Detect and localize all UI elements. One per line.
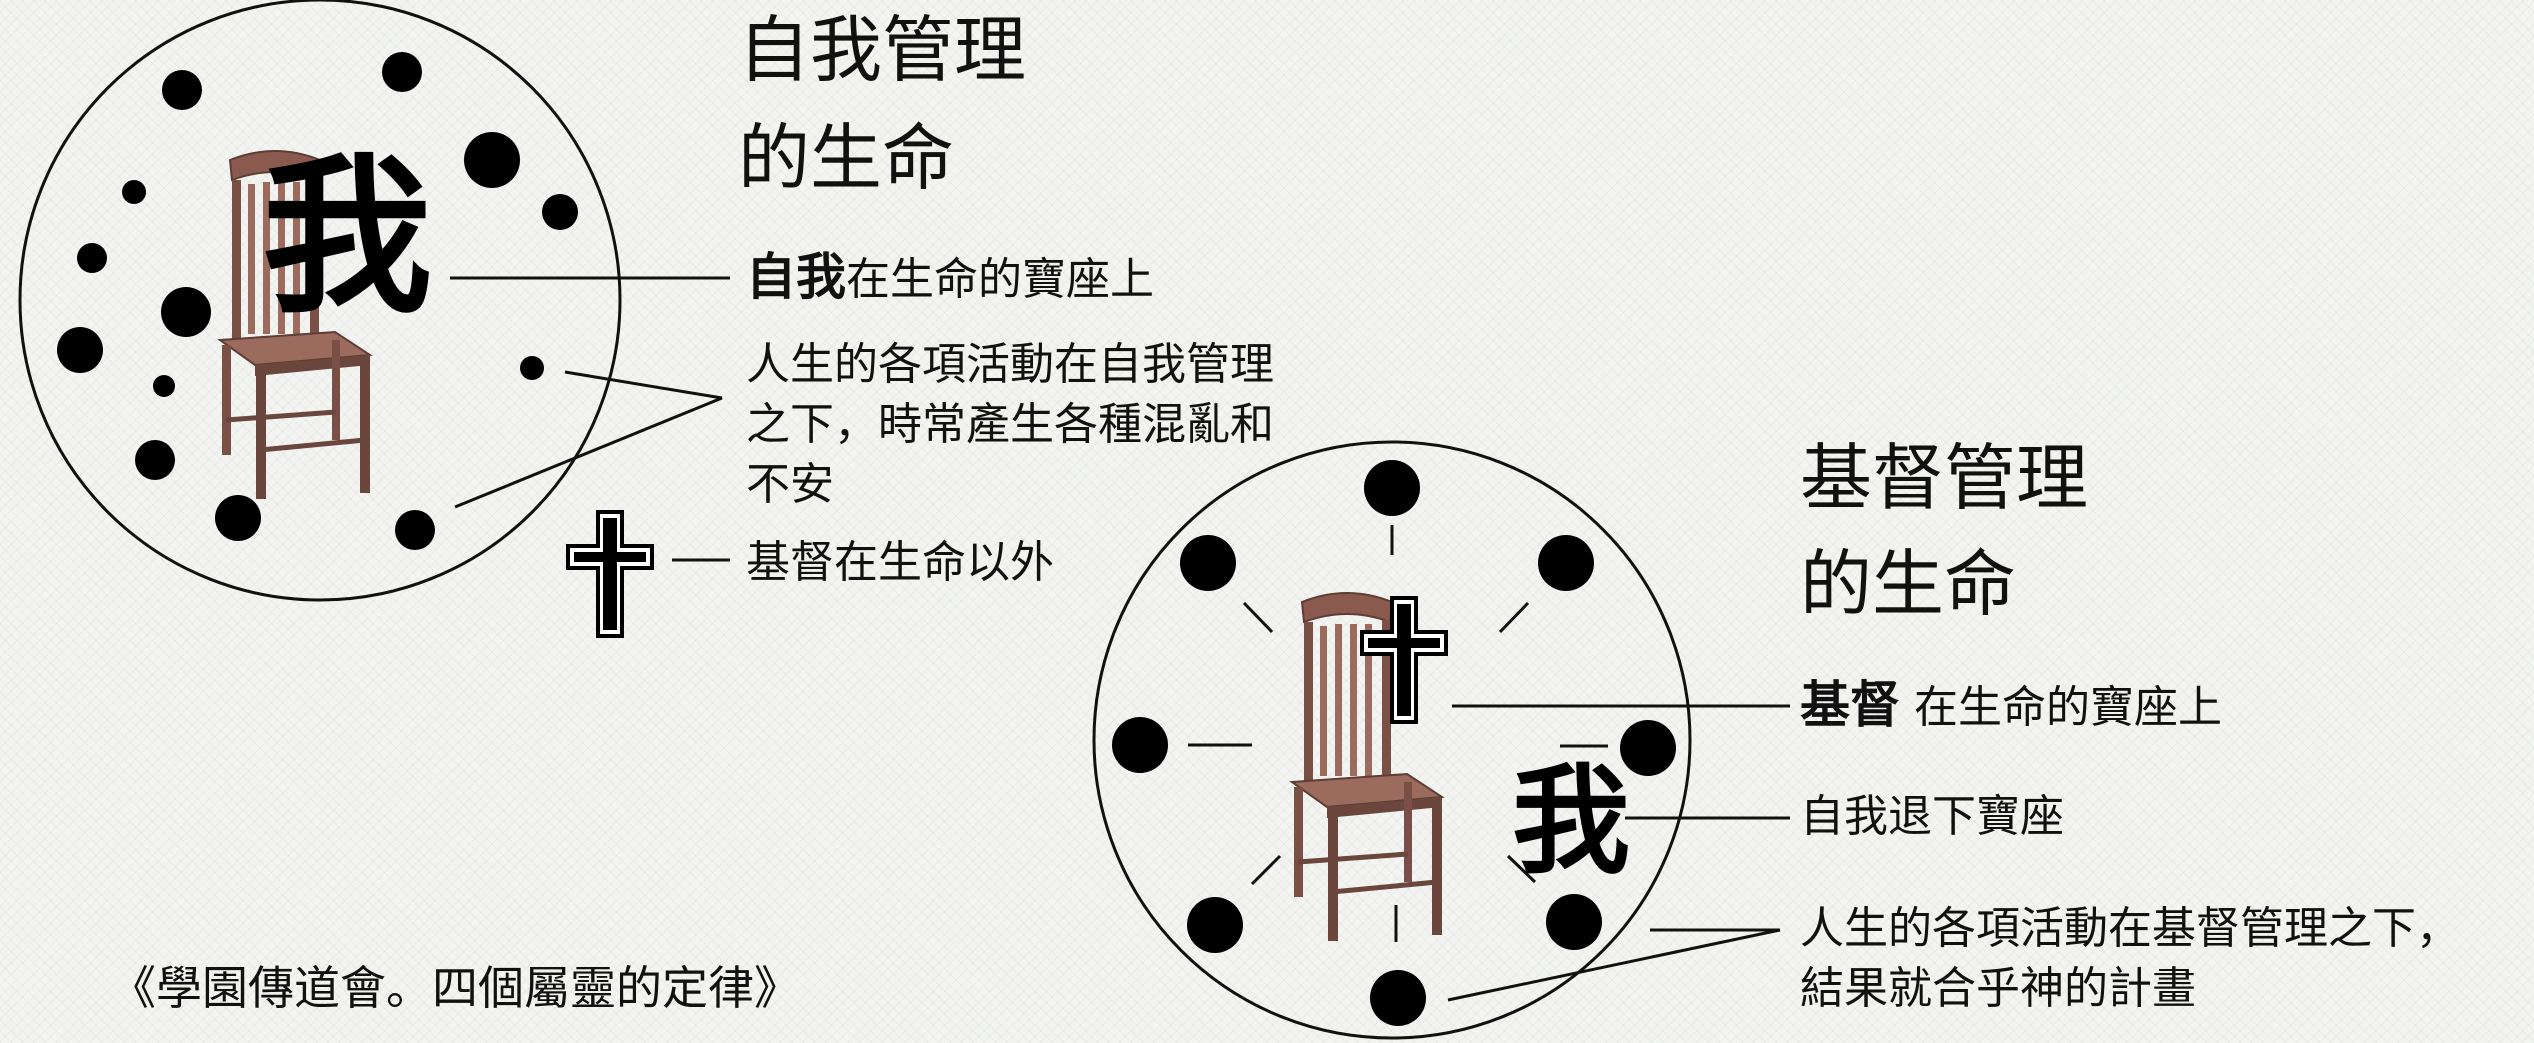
self-life-activity-dots bbox=[57, 52, 578, 550]
activity-dot bbox=[1187, 897, 1243, 953]
source-caption: 《學園傳道會。四個屬靈的定律》 bbox=[110, 961, 800, 1015]
activity-dot bbox=[122, 180, 146, 204]
activity-dot bbox=[542, 194, 578, 230]
label-activities-line1: 人生的各項活動在自我管理 bbox=[746, 339, 1274, 390]
cross-outside-icon bbox=[566, 510, 654, 638]
label-christ-outside: 基督在生命以外 bbox=[746, 537, 1054, 588]
leader-activities-b bbox=[1447, 928, 1781, 1002]
christ-life-circle bbox=[1092, 440, 1692, 1040]
label-christ-on-throne: 基督 在生命的寶座上 bbox=[1800, 676, 2222, 737]
activity-dot bbox=[215, 495, 261, 541]
label-christ-bold: 基督 bbox=[1800, 676, 1900, 734]
label-activities-line1: 人生的各項活動在基督管理之下， bbox=[1800, 903, 2460, 954]
label-self-on-throne: 自我在生命的寶座上 bbox=[746, 248, 1154, 309]
activity-dot bbox=[57, 327, 103, 373]
activity-dot bbox=[1180, 535, 1236, 591]
leader-activities-b bbox=[454, 396, 723, 509]
christ-life-title-line1: 基督管理 bbox=[1800, 436, 2089, 520]
activity-dot bbox=[464, 132, 520, 188]
activity-dot bbox=[520, 356, 544, 380]
label-activities-line2: 之下，時常產生各種混亂和 bbox=[746, 399, 1274, 450]
order-lines bbox=[1188, 525, 1608, 942]
self-glyph-stepped-down: 我 bbox=[1512, 751, 1631, 890]
label-self-bold: 自我 bbox=[746, 248, 846, 306]
christ-life-title-line2: 的生命 bbox=[1800, 542, 2017, 626]
activity-dot bbox=[395, 510, 435, 550]
activity-dot bbox=[1112, 717, 1168, 773]
label-christ-rest: 在生命的寶座上 bbox=[1900, 682, 2222, 733]
activity-dot bbox=[1364, 460, 1420, 516]
label-self-stepped-down: 自我退下寶座 bbox=[1800, 791, 2064, 842]
leader-activities-a bbox=[564, 370, 723, 400]
label-activities-line3: 不安 bbox=[746, 459, 834, 510]
self-life-title-line1: 自我管理 bbox=[738, 8, 1027, 92]
activity-dot bbox=[1538, 535, 1594, 591]
activity-dot bbox=[1620, 720, 1676, 776]
activity-dot bbox=[153, 375, 175, 397]
activity-dot bbox=[1546, 894, 1602, 950]
activity-dot bbox=[161, 287, 211, 337]
christ-life-activity-dots bbox=[1112, 460, 1676, 1026]
activity-dot bbox=[382, 52, 422, 92]
activity-dot bbox=[135, 440, 175, 480]
activity-dot bbox=[1370, 970, 1426, 1026]
self-life-title-line2: 的生命 bbox=[738, 116, 955, 200]
label-self-rest: 在生命的寶座上 bbox=[846, 254, 1154, 305]
label-activities-line2: 結果就合乎神的計畫 bbox=[1800, 963, 2196, 1014]
activity-dot bbox=[162, 70, 202, 110]
activity-dot bbox=[77, 243, 107, 273]
self-glyph: 我 bbox=[262, 137, 433, 337]
self-life-circle bbox=[18, 0, 622, 602]
